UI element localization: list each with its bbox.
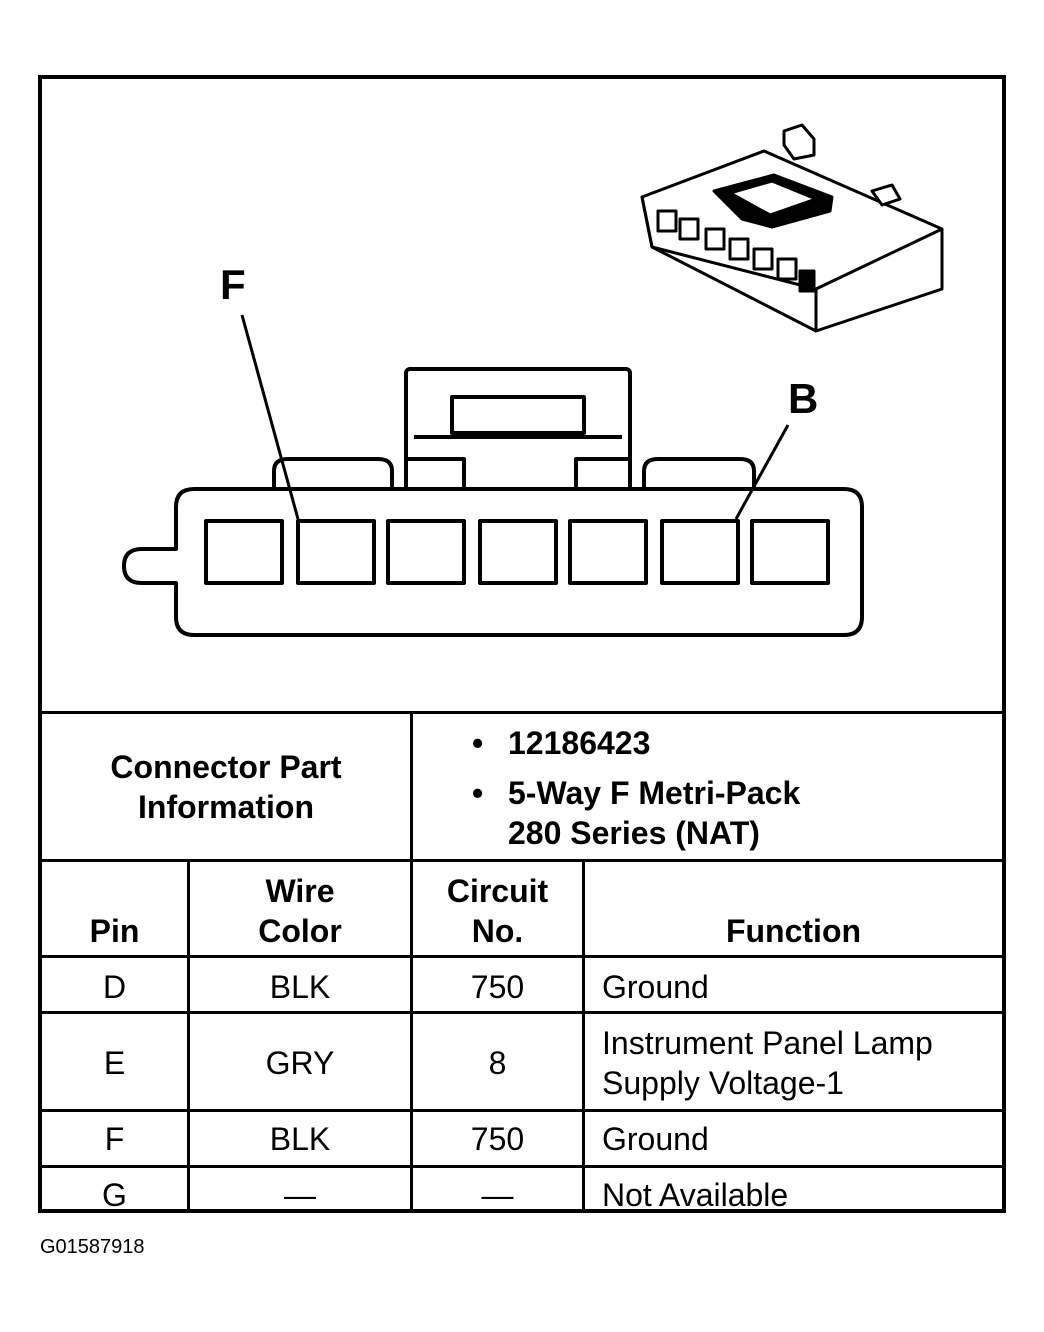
cell-wire-color: —	[284, 1177, 316, 1213]
header-function: Function	[725, 913, 862, 949]
description-line2: 280 Series (NAT)	[508, 815, 760, 851]
cell-circuit: 8	[488, 1045, 507, 1081]
figure-id: G01587918	[40, 1236, 145, 1258]
cell-circuit: 750	[470, 969, 525, 1005]
header-circuit-no: Circuit No.	[413, 871, 582, 951]
pin-label-f: F	[220, 261, 246, 308]
cell-pin: E	[103, 1045, 126, 1081]
leader-line-b	[734, 424, 790, 520]
figure-frame: F B Connector Part Information • 12186423…	[38, 75, 1006, 1213]
bullet-icon: •	[472, 725, 484, 761]
cell-function: Instrument Panel Lamp Supply Voltage-1	[602, 1023, 998, 1103]
header-wire-line1: Wire	[265, 873, 335, 909]
pin-cavity	[750, 519, 830, 585]
header-circuit-line2: No.	[471, 913, 524, 949]
shoulder-left	[272, 457, 394, 489]
cell-pin: D	[102, 969, 127, 1005]
description-item: • 5-Way F Metri-Pack	[472, 773, 992, 813]
connector-3d-illustration	[640, 123, 944, 333]
bullet-icon: •	[472, 775, 484, 811]
info-title-line1: Connector Part	[110, 749, 342, 785]
cell-circuit: —	[481, 1177, 514, 1213]
header-pin: Pin	[89, 913, 140, 949]
pin-cavity	[478, 519, 558, 585]
cell-wire-color: BLK	[269, 969, 331, 1005]
leader-line-f	[240, 314, 300, 520]
header-wire-color: Wire Color	[190, 871, 410, 951]
part-number: 12186423	[508, 725, 651, 761]
pin-cavity	[660, 519, 740, 585]
info-details: • 12186423 • 5-Way F Metri-Pack 280 Series…	[472, 723, 992, 853]
latch-window	[450, 395, 586, 435]
cell-wire-color: GRY	[265, 1045, 335, 1081]
cell-pin: G	[102, 1177, 127, 1213]
header-wire-line2: Color	[258, 913, 342, 949]
cell-function: Not Available	[602, 1177, 789, 1213]
cell-function-line1: Instrument Panel Lamp	[602, 1025, 933, 1061]
pin-cavity	[568, 519, 648, 585]
cell-pin: F	[104, 1121, 125, 1157]
info-title: Connector Part Information	[42, 747, 410, 827]
cell-wire-color: BLK	[269, 1121, 331, 1157]
connector-diagram: F B	[122, 123, 944, 637]
info-title-line2: Information	[138, 789, 314, 825]
latch-foot-right	[574, 457, 632, 493]
pin-cavity	[386, 519, 466, 585]
cell-function: Ground	[602, 969, 709, 1005]
shoulder-right	[642, 457, 756, 489]
cell-function-line2: Supply Voltage-1	[602, 1065, 844, 1101]
cell-circuit: 750	[470, 1121, 525, 1157]
pin-cavity	[204, 519, 284, 585]
cell-function: Ground	[602, 1121, 709, 1157]
pin-cavity	[296, 519, 376, 585]
part-number-item: • 12186423	[472, 723, 992, 763]
header-circuit-line1: Circuit	[446, 873, 549, 909]
description-line1: 5-Way F Metri-Pack	[508, 775, 801, 811]
pin-label-b: B	[788, 375, 818, 422]
latch-foot-left	[404, 457, 466, 493]
connector-face	[122, 367, 864, 637]
